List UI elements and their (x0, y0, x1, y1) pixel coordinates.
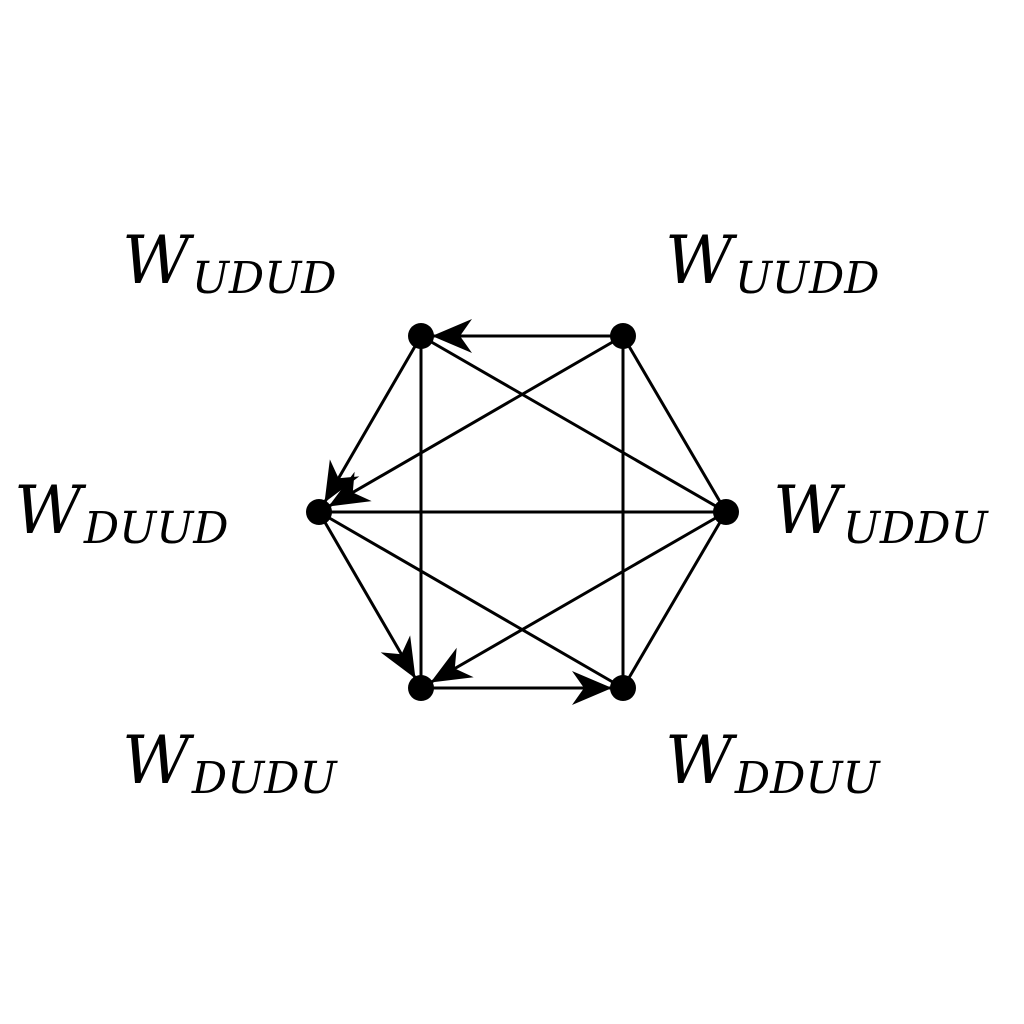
label-letter: W (122, 722, 195, 799)
edge-udud-duud-arrowhead (324, 459, 360, 503)
labels-layer: WUDUD WUUDD WDUUD WUDDU WDUDU WDDUU (14, 222, 989, 804)
edge-uddu-dudu-arrowhead (430, 647, 474, 683)
node-duud (306, 499, 332, 525)
node-uudd (610, 323, 636, 349)
edge-uudd-duud-arrowhead (328, 471, 372, 507)
node-dduu (610, 675, 636, 701)
edge-uudd-duud (318, 334, 624, 514)
edge-duud-dudu-arrowhead (380, 635, 416, 679)
label-letter: W (665, 722, 738, 799)
nodes-layer (306, 323, 739, 701)
node-label-dudu: WDUDU (122, 722, 338, 804)
edge-dudu-dduu-arrowhead (572, 671, 612, 705)
label-subscript: UDUD (192, 253, 337, 304)
label-letter: W (773, 472, 846, 549)
edge-udud-uddu (420, 334, 727, 514)
edge-uudd-udud-arrowhead (432, 319, 472, 353)
node-label-duud: WDUUD (14, 472, 229, 554)
label-letter: W (14, 472, 87, 549)
label-subscript: DUUD (83, 503, 229, 554)
edges-layer (317, 319, 728, 705)
edge-uddu-dudu (420, 510, 727, 690)
label-subscript: DUDU (191, 753, 339, 804)
node-uddu (713, 499, 739, 525)
node-dudu (408, 675, 434, 701)
edge-duud-dduu (318, 510, 624, 690)
edge-uudd-uddu (621, 335, 728, 513)
label-subscript: UDDU (843, 503, 990, 554)
node-udud (408, 323, 434, 349)
node-label-uddu: WUDDU (773, 472, 989, 554)
label-letter: W (122, 222, 195, 299)
label-letter: W (665, 222, 738, 299)
node-label-ududd: WUDUD (122, 222, 337, 304)
label-subscript: UUDD (735, 253, 880, 304)
node-label-uudd: WUUDD (665, 222, 880, 304)
node-label-dduu: WDDUU (665, 722, 881, 804)
edge-uddu-dduu (621, 511, 728, 689)
label-subscript: DDUU (734, 753, 882, 804)
